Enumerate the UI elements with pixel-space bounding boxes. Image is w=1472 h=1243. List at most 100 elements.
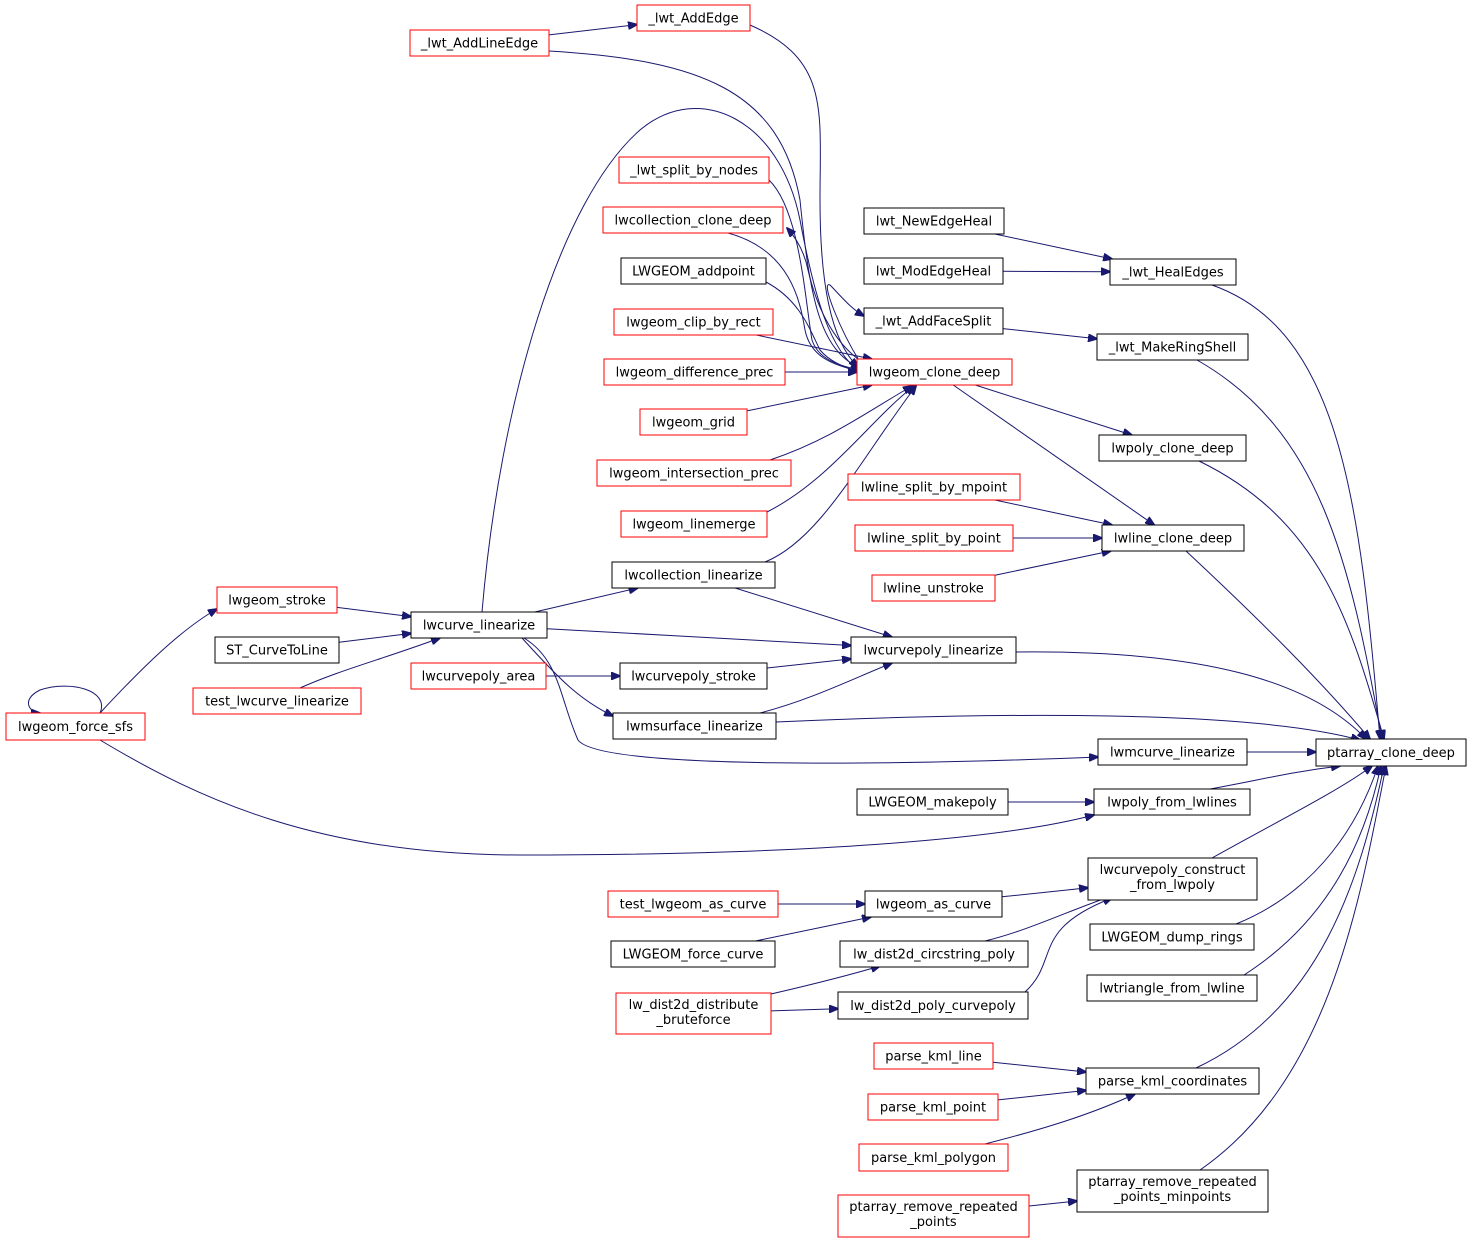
node-box-lwt_ModEdgeHeal[interactable] [863,257,1004,285]
node-box-test_lwgeom_as_curve[interactable] [607,890,779,918]
node-lwline_split_by_mpoint[interactable]: lwline_split_by_mpoint [847,473,1021,501]
node-parse_kml_coordinates[interactable]: parse_kml_coordinates [1085,1067,1260,1095]
node-lwgeom_difference_prec[interactable]: lwgeom_difference_prec [603,358,786,386]
node-box-lw_dist2d_distribute_bruteforce[interactable] [615,992,772,1035]
node-box-lwgeom_as_curve[interactable] [864,890,1003,918]
node-box-_lwt_MakeRingShell[interactable] [1096,333,1249,361]
node-lwcurvepoly_linearize[interactable]: lwcurvepoly_linearize [850,636,1017,664]
node-lwgeom_grid[interactable]: lwgeom_grid [639,408,748,436]
node-box-LWGEOM_makepoly[interactable] [856,788,1009,816]
node-lwgeom_linemerge[interactable]: lwgeom_linemerge [620,510,768,538]
node-box-parse_kml_point[interactable] [867,1093,999,1121]
node-lwline_unstroke[interactable]: lwline_unstroke [871,574,996,602]
node-_lwt_AddLineEdge[interactable]: _lwt_AddLineEdge [409,29,550,57]
node-box-LWGEOM_addpoint[interactable] [620,257,767,285]
node-box-lwgeom_grid[interactable] [639,408,748,436]
node-ST_CurveToLine[interactable]: ST_CurveToLine [214,636,340,664]
node-box-_lwt_split_by_nodes[interactable] [618,156,770,184]
node-box-lwtriangle_from_lwline[interactable] [1086,974,1258,1002]
node-box-lwcurvepoly_linearize[interactable] [850,636,1017,664]
node-box-lwgeom_linemerge[interactable] [620,510,768,538]
node-box-LWGEOM_dump_rings[interactable] [1089,923,1255,951]
node-lwmcurve_linearize[interactable]: lwmcurve_linearize [1097,738,1248,766]
node-lwcurve_linearize[interactable]: lwcurve_linearize [410,611,548,639]
node-box-ptarray_clone_deep[interactable] [1315,738,1467,767]
node-box-LWGEOM_force_curve[interactable] [610,940,776,968]
node-box-lwline_split_by_mpoint[interactable] [847,473,1021,501]
node-test_lwgeom_as_curve[interactable]: test_lwgeom_as_curve [607,890,779,918]
node-box-lwgeom_force_sfs[interactable] [5,712,146,741]
node-lwline_clone_deep[interactable]: lwline_clone_deep [1101,524,1245,552]
node-box-lwmsurface_linearize[interactable] [612,712,777,740]
node-_lwt_split_by_nodes[interactable]: _lwt_split_by_nodes [618,156,770,184]
node-box-_lwt_AddLineEdge[interactable] [409,29,550,57]
node-lwmsurface_linearize[interactable]: lwmsurface_linearize [612,712,777,740]
node-lwline_split_by_point[interactable]: lwline_split_by_point [854,524,1014,552]
node-lwcurvepoly_construct[interactable]: lwcurvepoly_construct_from_lwpoly [1087,857,1258,901]
node-parse_kml_polygon[interactable]: parse_kml_polygon [858,1143,1009,1172]
node-parse_kml_point[interactable]: parse_kml_point [867,1093,999,1121]
node-box-lw_dist2d_circstring_poly[interactable] [839,940,1029,968]
node-LWGEOM_force_curve[interactable]: LWGEOM_force_curve [610,940,776,968]
node-_lwt_HealEdges[interactable]: _lwt_HealEdges [1109,258,1237,286]
node-box-test_lwcurve_linearize[interactable] [192,687,362,715]
node-box-lwcurvepoly_stroke[interactable] [619,662,768,690]
node-lwt_NewEdgeHeal[interactable]: lwt_NewEdgeHeal [863,207,1005,235]
node-lwcurvepoly_stroke[interactable]: lwcurvepoly_stroke [619,662,768,690]
node-lwgeom_intersection_prec[interactable]: lwgeom_intersection_prec [596,459,792,487]
node-box-lwgeom_clone_deep[interactable] [856,358,1013,386]
node-LWGEOM_makepoly[interactable]: LWGEOM_makepoly [856,788,1009,816]
node-box-_lwt_HealEdges[interactable] [1109,258,1237,286]
node-box-_lwt_AddFaceSplit[interactable] [863,307,1004,335]
node-lwgeom_stroke[interactable]: lwgeom_stroke [216,586,338,614]
node-_lwt_AddEdge[interactable]: _lwt_AddEdge [636,4,751,32]
node-lwcollection_clone_deep[interactable]: lwcollection_clone_deep [602,206,784,234]
node-lwcollection_linearize[interactable]: lwcollection_linearize [611,561,776,589]
node-box-lwmcurve_linearize[interactable] [1097,738,1248,766]
node-lwgeom_clone_deep[interactable]: lwgeom_clone_deep [856,358,1013,386]
node-lw_dist2d_distribute_bruteforce[interactable]: lw_dist2d_distribute_bruteforce [615,992,772,1035]
node-test_lwcurve_linearize[interactable]: test_lwcurve_linearize [192,687,362,715]
node-box-lwline_unstroke[interactable] [871,574,996,602]
node-lwcurvepoly_area[interactable]: lwcurvepoly_area [410,662,547,690]
node-box-lwcurve_linearize[interactable] [410,611,548,639]
node-box-lwt_NewEdgeHeal[interactable] [863,207,1005,235]
node-lwgeom_as_curve[interactable]: lwgeom_as_curve [864,890,1003,918]
node-box-_lwt_AddEdge[interactable] [636,4,751,32]
node-_lwt_MakeRingShell[interactable]: _lwt_MakeRingShell [1096,333,1249,361]
node-box-parse_kml_coordinates[interactable] [1085,1067,1260,1095]
node-ptarray_remove_repeated_points_minpoints[interactable]: ptarray_remove_repeated_points_minpoints [1076,1169,1269,1213]
node-LWGEOM_addpoint[interactable]: LWGEOM_addpoint [620,257,767,285]
node-box-ST_CurveToLine[interactable] [214,636,340,664]
node-_lwt_AddFaceSplit[interactable]: _lwt_AddFaceSplit [863,307,1004,335]
node-box-lwpoly_from_lwlines[interactable] [1093,788,1251,816]
node-lwgeom_clip_by_rect[interactable]: lwgeom_clip_by_rect [613,308,774,336]
node-lwpoly_clone_deep[interactable]: lwpoly_clone_deep [1098,434,1247,462]
node-box-lwgeom_clip_by_rect[interactable] [613,308,774,336]
node-box-lwgeom_intersection_prec[interactable] [596,459,792,487]
node-box-ptarray_remove_repeated_points[interactable] [837,1194,1030,1238]
node-lwpoly_from_lwlines[interactable]: lwpoly_from_lwlines [1093,788,1251,816]
node-box-lwgeom_difference_prec[interactable] [603,358,786,386]
node-ptarray_remove_repeated_points[interactable]: ptarray_remove_repeated_points [837,1194,1030,1238]
node-lw_dist2d_circstring_poly[interactable]: lw_dist2d_circstring_poly [839,940,1029,968]
node-LWGEOM_dump_rings[interactable]: LWGEOM_dump_rings [1089,923,1255,951]
node-box-lwline_clone_deep[interactable] [1101,524,1245,552]
node-box-lwcurvepoly_area[interactable] [410,662,547,690]
node-ptarray_clone_deep[interactable]: ptarray_clone_deep [1315,738,1467,767]
node-box-lwgeom_stroke[interactable] [216,586,338,614]
node-box-lwcollection_clone_deep[interactable] [602,206,784,234]
node-box-lwcurvepoly_construct[interactable] [1087,857,1258,901]
node-box-lwline_split_by_point[interactable] [854,524,1014,552]
node-box-parse_kml_polygon[interactable] [858,1143,1009,1172]
node-box-lwpoly_clone_deep[interactable] [1098,434,1247,462]
node-box-lw_dist2d_poly_curvepoly[interactable] [837,991,1029,1020]
node-box-ptarray_remove_repeated_points_minpoints[interactable] [1076,1169,1269,1213]
node-box-parse_kml_line[interactable] [873,1042,994,1070]
node-lw_dist2d_poly_curvepoly[interactable]: lw_dist2d_poly_curvepoly [837,991,1029,1020]
node-lwtriangle_from_lwline[interactable]: lwtriangle_from_lwline [1086,974,1258,1002]
node-parse_kml_line[interactable]: parse_kml_line [873,1042,994,1070]
node-lwt_ModEdgeHeal[interactable]: lwt_ModEdgeHeal [863,257,1004,285]
node-box-lwcollection_linearize[interactable] [611,561,776,589]
node-lwgeom_force_sfs[interactable]: lwgeom_force_sfs [5,712,146,741]
